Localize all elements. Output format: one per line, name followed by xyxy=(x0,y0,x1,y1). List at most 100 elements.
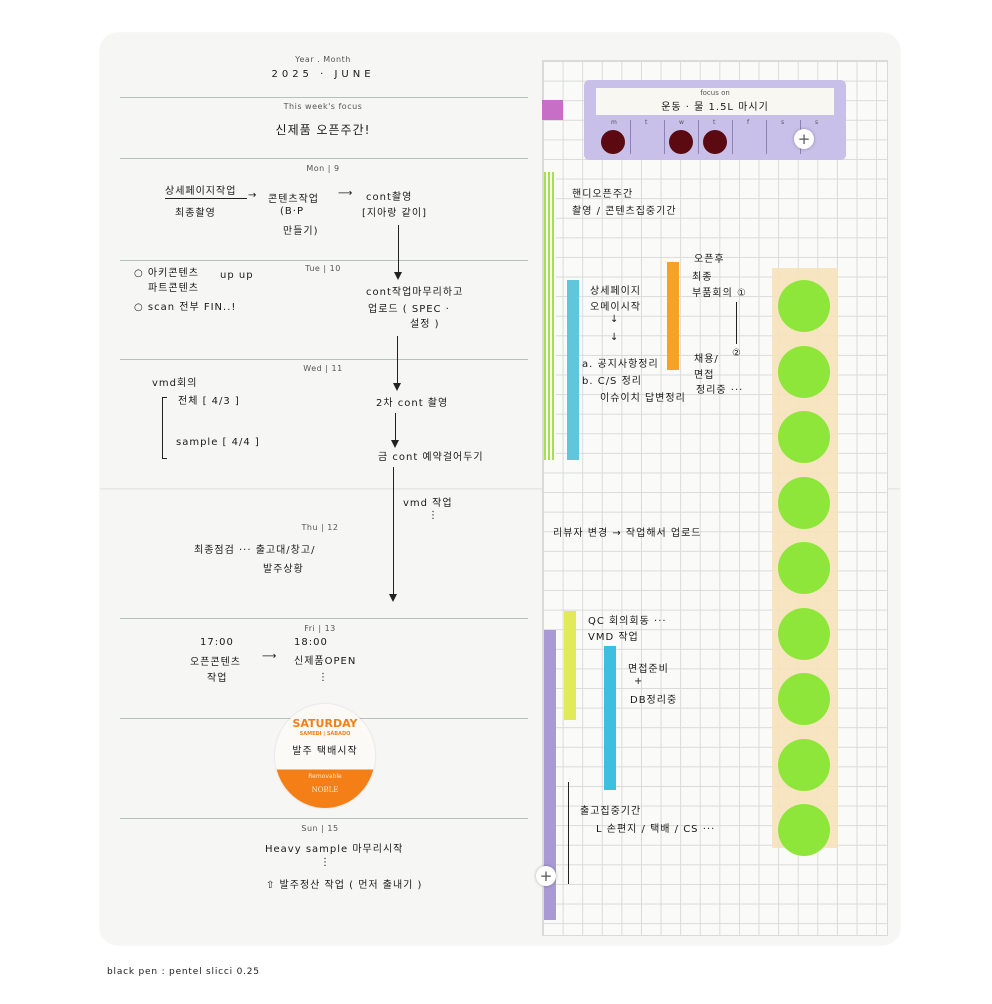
note: 리뷰자 변경 → 작업해서 업로드 xyxy=(553,528,702,539)
habit-divider xyxy=(698,120,699,154)
double-arrow xyxy=(568,782,569,884)
cyan-tape xyxy=(567,280,579,460)
note: 정리중 ··· xyxy=(696,385,744,396)
note: 최종촬영 xyxy=(175,208,216,219)
day-label-sun: Sun | 15 xyxy=(301,824,339,833)
sticker-brand-logo: NOBLE xyxy=(311,786,339,794)
note: ⋮ xyxy=(320,857,331,868)
note: (B·P xyxy=(280,206,304,217)
habit-done-dot xyxy=(601,130,625,154)
note: [지아랑 같이] xyxy=(362,208,427,219)
sticker-title: SATURDAY xyxy=(292,717,358,730)
divider xyxy=(120,158,528,159)
note: sample [ 4/4 ] xyxy=(176,437,260,448)
note: 최종점검 ··· 출고대/창고/ xyxy=(194,545,316,556)
magenta-sticker xyxy=(542,100,563,120)
habit-divider xyxy=(630,120,631,154)
note: 작업 xyxy=(207,673,228,684)
arrow-down-icon: ↓ xyxy=(610,332,620,343)
note: a. 공지사항정리 xyxy=(582,359,659,370)
arrow-down-icon xyxy=(389,594,397,602)
caption: black pen : pentel slicci 0.25 xyxy=(107,967,260,977)
year-month: 2025 · JUNE xyxy=(271,69,375,80)
arrow-icon: ⟶ xyxy=(262,651,278,662)
habit-day-label: f xyxy=(747,119,750,126)
note: ⋮ xyxy=(428,510,439,521)
day-label-fri: Fri | 13 xyxy=(304,624,336,633)
fraction-line xyxy=(165,198,247,199)
note: 만들기) xyxy=(283,226,319,237)
lime-tape xyxy=(544,172,556,460)
arrow-down-icon xyxy=(394,272,402,280)
arrow-down-icon: ↓ xyxy=(610,314,620,325)
habit-day-label: t xyxy=(713,119,716,126)
arrow-line xyxy=(397,336,398,384)
note: ○ scan 전부 FIN..! xyxy=(134,302,237,313)
habit-divider xyxy=(732,120,733,154)
add-icon[interactable]: + xyxy=(536,866,556,886)
note: 파트콘텐츠 xyxy=(148,283,199,294)
note: 2차 cont 촬영 xyxy=(376,398,449,409)
note: 부품회의 ① xyxy=(692,288,747,299)
note: + xyxy=(634,676,644,687)
note: ⇧ 발주정산 작업 ( 먼저 출내기 ) xyxy=(266,880,423,891)
green-dot-sticker xyxy=(778,738,830,791)
cyan-tape xyxy=(604,646,616,790)
habit-goal-box xyxy=(596,88,834,115)
note: 상세페이지 xyxy=(590,286,641,297)
bracket xyxy=(162,397,167,459)
habit-day-label: s xyxy=(815,119,819,126)
note: 최종 xyxy=(692,272,713,283)
note: VMD 작업 xyxy=(588,632,639,643)
habit-done-dot xyxy=(703,130,727,154)
note: DB정리중 xyxy=(630,695,678,706)
note: 이슈이치 답변정리 xyxy=(600,393,686,404)
divider xyxy=(120,260,528,261)
note: ② xyxy=(732,348,742,359)
note: Heavy sample 마무리시작 xyxy=(265,844,404,855)
green-dot-sticker xyxy=(778,345,830,398)
sticker-subtitle: SAMEDI | SÁBADO xyxy=(299,731,351,737)
note: b. C/S 정리 xyxy=(582,376,642,387)
arrow-down-icon xyxy=(391,440,399,448)
note: ○ 아키콘텐츠 xyxy=(134,268,199,279)
divider xyxy=(120,97,528,98)
note: 발주상황 xyxy=(263,564,304,575)
green-dot-sticker xyxy=(778,607,830,660)
divider xyxy=(120,618,528,619)
habit-label: focus on xyxy=(700,89,730,97)
note: cont작업마무리하고 xyxy=(366,287,464,298)
note: 출고집중기간 xyxy=(580,806,642,817)
note: 18:00 xyxy=(294,637,328,648)
habit-day-label: t xyxy=(645,119,648,126)
yellow-tape xyxy=(564,611,576,720)
note: 업로드 ( SPEC · xyxy=(368,304,450,315)
note: L 손편지 / 택배 / CS ··· xyxy=(596,824,716,835)
green-dot-sticker xyxy=(778,476,830,529)
note: vmd회의 xyxy=(152,378,198,389)
note: 신제품OPEN xyxy=(294,656,357,667)
habit-goal: 운동 · 물 1.5L 마시기 xyxy=(661,102,769,113)
note: 금 cont 예약걸어두기 xyxy=(378,452,484,463)
saturday-sticker: SATURDAY SAMEDI | SÁBADO 발주 택배시작 Removab… xyxy=(275,704,375,808)
note: up up xyxy=(220,270,254,281)
divider xyxy=(120,359,528,360)
habit-day-label: m xyxy=(611,119,617,126)
note: cont촬영 xyxy=(366,192,413,203)
habit-day-label: s xyxy=(781,119,785,126)
arrow-line xyxy=(398,225,399,273)
note: 촬영 / 콘텐츠집중기간 xyxy=(572,206,677,217)
day-label-thu: Thu | 12 xyxy=(301,523,339,532)
note: 면접준비 xyxy=(628,664,669,675)
habit-divider xyxy=(766,120,767,154)
day-label-tue: Tue | 10 xyxy=(305,264,341,273)
habit-divider xyxy=(664,120,665,154)
day-label-mon: Mon | 9 xyxy=(306,164,340,173)
note: QC 회의회동 ··· xyxy=(588,616,667,627)
day-label-wed: Wed | 11 xyxy=(303,364,343,373)
arrow-line xyxy=(736,302,737,344)
arrow-line xyxy=(395,413,396,441)
sticker-removable: Removable xyxy=(308,773,342,780)
note: 오메이시작 xyxy=(590,302,641,313)
add-icon[interactable]: + xyxy=(794,129,814,149)
